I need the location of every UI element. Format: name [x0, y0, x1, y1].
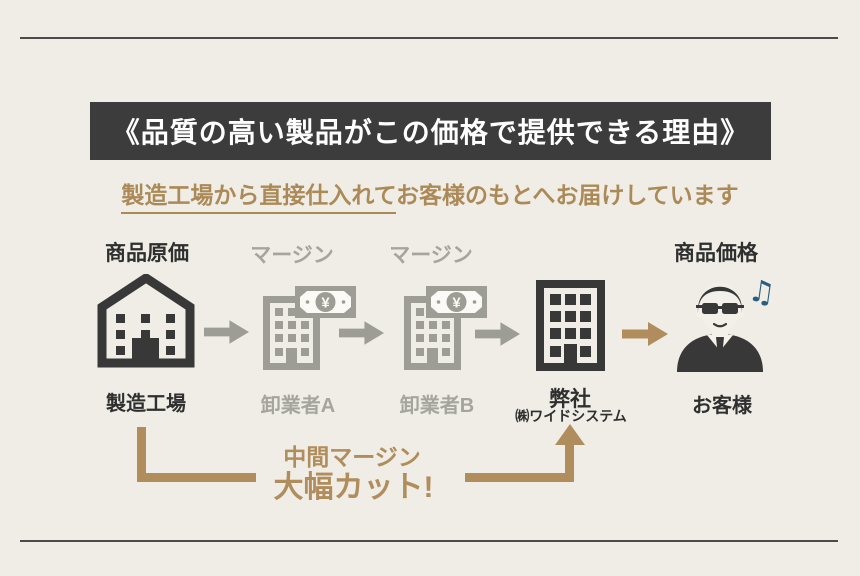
flow-arrow-gold-icon [622, 322, 668, 346]
flow-arrow-icon [475, 322, 520, 346]
music-note-icon: ♫ [746, 273, 772, 311]
title-banner: 《品質の高い製品がこの価格で提供できる理由》 [90, 102, 771, 160]
label-wholesaler-b: 卸業者B [399, 395, 475, 417]
label-factory: 製造工場 [106, 393, 186, 415]
bracket-left-vertical [137, 427, 146, 482]
bracket-left-horizontal [137, 473, 256, 482]
bracket-right-vertical [565, 444, 574, 482]
label-product-cost: 商品原価 [105, 242, 189, 265]
label-company-name: ㈱ワイドシステム [515, 408, 627, 424]
bracket-up-arrowhead-icon [555, 424, 585, 445]
label-wholesaler-a: 卸業者A [260, 395, 336, 417]
top-divider [20, 37, 838, 39]
bracket-right-horizontal [465, 473, 574, 482]
label-margin-a: マージン [250, 244, 334, 267]
subtitle-underlined-text: 製造工場から直接仕入れて [121, 182, 396, 214]
callout-line2: 大幅カット! [273, 471, 434, 504]
building-icon [263, 296, 320, 370]
bottom-divider [20, 540, 838, 542]
flow-arrow-icon [204, 320, 249, 344]
money-bill-icon: ¥ [295, 286, 356, 318]
office-building-icon [536, 280, 605, 371]
money-bill-icon: ¥ [426, 286, 487, 318]
label-margin-b: マージン [389, 244, 473, 267]
yen-symbol: ¥ [321, 295, 330, 312]
page-title: 《品質の高い製品がこの価格で提供できる理由》 [111, 117, 750, 148]
label-company: 弊社 [549, 388, 591, 411]
subtitle: 製造工場から直接仕入れてお客様のもとへお届けしています [0, 176, 860, 214]
subtitle-rest-text: お客様のもとへお届けしています [395, 182, 739, 208]
flow-arrow-icon [339, 321, 384, 345]
factory-icon [97, 274, 195, 368]
label-customer: お客様 [692, 395, 752, 417]
callout-line1: 中間マージン [283, 444, 421, 470]
yen-symbol: ¥ [452, 295, 461, 312]
label-product-price: 商品価格 [674, 242, 758, 265]
customer-icon: ♫ [677, 273, 772, 372]
